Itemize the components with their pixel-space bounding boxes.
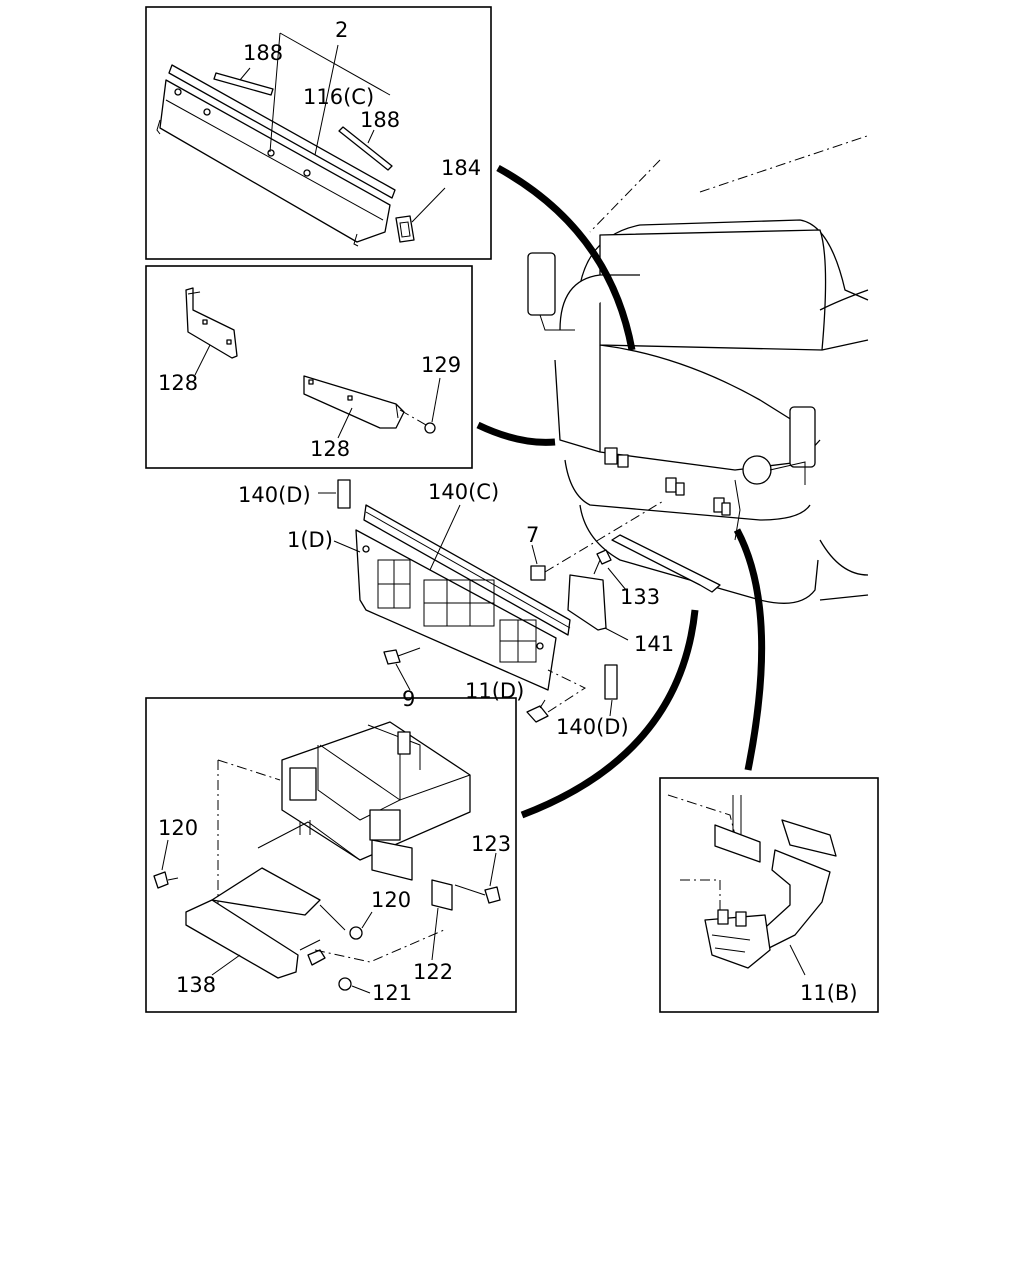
label-133: 133: [620, 585, 660, 609]
label-128-right: 128: [310, 437, 350, 461]
label-11b: 11(B): [800, 981, 858, 1005]
label-2: 2: [335, 18, 348, 42]
label-11d: 11(D): [465, 679, 524, 703]
label-140d-lower: 140(D): [556, 715, 629, 739]
label-9: 9: [402, 687, 415, 711]
callout-labels: 2 188 116(C) 188 184 128 128 129 140(D) …: [158, 18, 858, 1005]
label-188-lower: 188: [360, 108, 400, 132]
truck-front: [527, 134, 871, 604]
callout-arc-middle: [476, 421, 556, 446]
label-1d: 1(D): [287, 528, 333, 552]
label-121: 121: [372, 981, 412, 1005]
panel-bottom-left: [145, 697, 517, 1013]
label-120-left: 120: [158, 816, 198, 840]
callout-arc-bottom: [520, 609, 699, 819]
label-140c: 140(C): [428, 480, 499, 504]
panel-bottom-right: [659, 777, 879, 1013]
label-129: 129: [421, 353, 461, 377]
label-138: 138: [176, 973, 216, 997]
label-123: 123: [471, 832, 511, 856]
callout-arc-right: [733, 528, 766, 771]
label-116c: 116(C): [303, 85, 374, 109]
label-140d-upper: 140(D): [238, 483, 311, 507]
label-188-upper: 188: [243, 41, 283, 65]
panel-top: [145, 6, 492, 260]
label-128-left: 128: [158, 371, 198, 395]
panel-middle: [145, 265, 473, 469]
label-141: 141: [634, 632, 674, 656]
label-122: 122: [413, 960, 453, 984]
label-184: 184: [441, 156, 481, 180]
callout-arc-top: [496, 164, 636, 351]
label-7: 7: [526, 523, 539, 547]
grille-assembly: [318, 479, 666, 723]
label-120-center: 120: [371, 888, 411, 912]
